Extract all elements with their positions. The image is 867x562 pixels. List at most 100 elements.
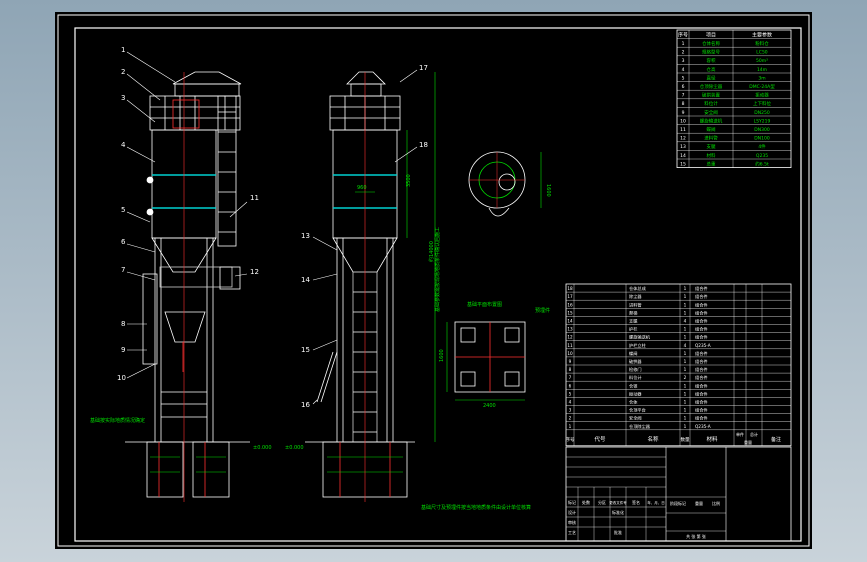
parts-cell-material: 组合件: [695, 318, 708, 325]
params-header-cell: 项目: [706, 33, 716, 39]
parts-cell-qty: 4: [684, 343, 687, 348]
parts-cell-seq: 1: [569, 424, 572, 429]
params-cell-seq: 14: [680, 153, 686, 159]
parts-cell-seq: 18: [567, 286, 573, 291]
parts-cell-name: 检修门: [629, 366, 642, 373]
parts-cell-qty: 1: [684, 351, 687, 356]
callout-side-18: 18: [419, 141, 428, 149]
params-cell-value: DN100: [754, 136, 770, 142]
params-cell-value: 50m³: [756, 58, 768, 64]
params-cell-value: DMC-24A型: [749, 83, 775, 90]
title-design: 设计: [568, 509, 576, 515]
plan-dim-side: 1600: [545, 184, 551, 197]
callout-front-6: 6: [121, 238, 126, 246]
parts-cell-material: 组合件: [695, 301, 708, 308]
note-bottom: 基础尺寸及预埋件按当地地质条件由设计单位核算: [421, 504, 531, 511]
params-cell-item: 规格型号: [702, 49, 720, 56]
parts-cell-name: 仓顶平台: [629, 407, 646, 414]
ground-elevation-front: ±0.000: [253, 445, 272, 451]
note-foundation-left: 基础按实际地质情况确定: [90, 417, 145, 424]
params-cell-item: 仓体名称: [702, 40, 720, 47]
params-cell-item: 螺旋输送机: [700, 117, 723, 124]
parts-cell-name: 仓锥: [629, 382, 637, 389]
params-cell-item: 材料: [707, 152, 716, 159]
parts-cell-seq: 16: [567, 302, 573, 307]
parts-cell-qty: 1: [684, 391, 687, 396]
plan-dim-height: 1600: [439, 349, 445, 362]
callout-front-10: 10: [117, 374, 126, 382]
title-approve: 批准: [614, 529, 622, 535]
parts-cell-seq: 17: [567, 294, 573, 299]
parts-cell-seq: 14: [567, 319, 573, 324]
callout-front-11: 11: [250, 194, 259, 202]
parts-cell-name: 料位计: [629, 374, 642, 381]
side-dim-top: 3500: [406, 174, 412, 187]
parts-cell-seq: 5: [569, 391, 572, 396]
title-zone: 分区: [598, 499, 606, 505]
parts-cell-name: 爬梯: [629, 309, 637, 316]
parts-cell-material: 组合件: [695, 366, 708, 373]
params-cell-value: 振动器: [755, 92, 769, 99]
parts-cell-name: 仓体: [629, 399, 638, 406]
params-cell-item: 安全阀: [704, 109, 718, 116]
ground-elevation-side: ±0.000: [285, 445, 304, 451]
title-count: 处数: [582, 499, 590, 505]
params-cell-item: 破拱装置: [702, 92, 720, 99]
parts-cell-material: 组合件: [695, 407, 708, 414]
title-sheets: 共 张 第 张: [686, 533, 706, 539]
parts-cell-material: 组合件: [695, 358, 708, 365]
plan-dim-width: 2400: [483, 403, 496, 409]
parts-cell-material: 组合件: [695, 415, 708, 422]
parts-header-unit-weight: 单件: [736, 431, 744, 437]
callout-front-9: 9: [121, 346, 125, 354]
callout-front-1: 1: [121, 46, 125, 54]
params-cell-seq: 13: [680, 144, 686, 150]
parts-cell-qty: 1: [684, 408, 687, 413]
title-weight: 重量: [695, 500, 703, 506]
dust-collector-body: [174, 83, 240, 97]
parts-cell-material: 组合件: [695, 309, 708, 316]
parts-cell-name: 除尘器: [629, 293, 642, 300]
params-cell-value: 14m: [757, 67, 767, 73]
params-cell-item: 进料管: [704, 135, 718, 142]
params-cell-value: LSY219: [754, 118, 771, 124]
foundation-plan: [446, 321, 526, 401]
side-elevation: [305, 71, 415, 498]
callout-front-3: 3: [121, 94, 125, 102]
params-cell-item: 支腿: [707, 143, 716, 150]
parts-cell-seq: 2: [569, 416, 572, 421]
side-callouts: [312, 69, 418, 405]
parts-cell-seq: 7: [569, 375, 572, 380]
title-mark: 标记: [568, 499, 576, 505]
note-side-vertical: 基础参数需按现场地质条件确认后施工: [434, 227, 441, 312]
params-cell-seq: 2: [682, 50, 685, 56]
parts-cell-material: Q235-A: [695, 343, 711, 348]
parts-cell-name: 破拱器: [629, 358, 642, 365]
parts-cell-seq: 9: [569, 359, 572, 364]
parts-cell-seq: 3: [569, 408, 572, 413]
cad-drawing-canvas: 1 2 3 4 5 6 7 8 9 10 11 12 基础按实际地质情况确定 ±…: [55, 12, 812, 549]
params-cell-seq: 4: [682, 67, 685, 73]
params-cell-seq: 10: [680, 118, 686, 124]
side-dimensions: [355, 72, 436, 442]
parts-cell-seq: 6: [569, 383, 572, 388]
callout-side-15: 15: [301, 346, 310, 354]
parts-cell-qty: 1: [684, 424, 687, 429]
params-cell-item: 料位计: [704, 100, 718, 107]
parts-cell-qty: 1: [684, 310, 687, 315]
parts-cell-material: Q235-A: [695, 424, 711, 429]
side-dim-total: 约14000: [428, 241, 435, 262]
params-cell-seq: 1: [682, 41, 685, 47]
parts-cell-seq: 10: [567, 351, 573, 356]
parts-cell-material: 组合件: [695, 293, 708, 300]
parts-cell-qty: 1: [684, 302, 687, 307]
parts-cell-qty: 1: [684, 359, 687, 364]
parts-cell-qty: 1: [684, 327, 687, 332]
parts-cell-qty: 1: [684, 294, 687, 299]
silo-cone: [151, 237, 217, 273]
params-cell-value: 4件: [758, 143, 766, 150]
parts-cell-seq: 15: [567, 310, 573, 315]
params-cell-seq: 3: [682, 58, 685, 64]
params-header-cell: 序号: [678, 32, 688, 39]
